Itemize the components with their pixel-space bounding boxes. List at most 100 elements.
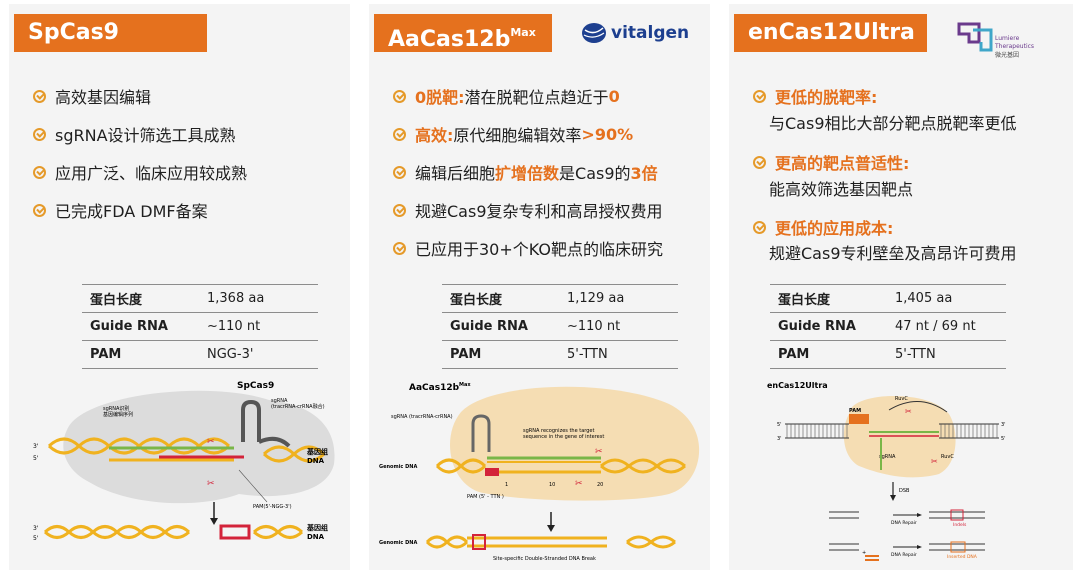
svg-text:sequence in the gene of intere: sequence in the gene of interest <box>523 434 604 440</box>
check-circle-icon <box>33 165 46 179</box>
svg-text:3': 3' <box>33 525 39 532</box>
sgrna-right-label: sgRNA <box>271 398 288 404</box>
svg-text:Therapeutics: Therapeutics <box>994 43 1034 50</box>
svg-text:20: 20 <box>597 482 603 488</box>
svg-text:3': 3' <box>1001 422 1006 428</box>
svg-text:5': 5' <box>33 535 39 542</box>
genomic-dna-label: Genomic DNA <box>379 464 417 470</box>
dna-repair-label: DNA Repair <box>891 520 917 526</box>
sgrna-label: sgRNA <box>879 454 896 460</box>
pam-label: PAM <box>849 408 861 414</box>
inserted-dna-label: Inserted DNA <box>947 554 978 560</box>
bullet-item: 高效基因编辑 <box>33 84 151 108</box>
scissors-icon: ✂ <box>931 457 938 466</box>
svg-text:10: 10 <box>549 482 555 488</box>
bullet-item: 应用广泛、临床应用较成熟 <box>33 160 247 184</box>
svg-text:Lumiere: Lumiere <box>995 35 1020 42</box>
svg-text:+: + <box>862 550 866 556</box>
pam-label: PAM(5'-NGG-3') <box>253 504 292 510</box>
svg-text:DNA: DNA <box>307 533 325 541</box>
scissors-icon: ✂ <box>575 479 583 489</box>
bullet-item: 已应用于30+个KO靶点的临床研究 <box>393 236 663 260</box>
svg-text:3': 3' <box>33 443 39 450</box>
scissors-icon: ✂ <box>595 447 603 457</box>
bullet-item: 高效:原代细胞编辑效率>90% <box>393 122 633 146</box>
spec-row: Guide RNA~110 nt <box>442 312 678 341</box>
feature-heading: 更低的应用成本: <box>753 215 893 239</box>
genome-dna-label: 基因组 <box>306 447 328 456</box>
svg-text:1: 1 <box>505 482 508 488</box>
feature-heading: 更低的脱靶率: <box>753 84 877 108</box>
check-circle-icon <box>33 89 46 103</box>
lumiere-logo: Lumiere Therapeutics 微光基因 <box>957 20 1049 68</box>
check-circle-icon <box>393 89 406 103</box>
panel-title: SpCas9 <box>14 14 207 52</box>
encas12ultra-panel: enCas12Ultra Lumiere Therapeutics 微光基因 更… <box>729 4 1073 570</box>
ruvc-label-2: RuvC <box>941 454 954 460</box>
check-circle-icon <box>753 155 766 169</box>
spec-row: Guide RNA~110 nt <box>82 312 318 341</box>
check-circle-icon <box>393 127 406 141</box>
svg-text:5': 5' <box>33 455 39 462</box>
check-circle-icon <box>33 203 46 217</box>
lumiere-mark-icon: Lumiere Therapeutics 微光基因 <box>957 22 1034 59</box>
diagram-title: AaCas12bMax <box>409 382 471 393</box>
scissors-icon: ✂ <box>905 407 912 416</box>
bullet-item: 已完成FDA DMF备案 <box>33 198 208 222</box>
svg-text:DNA: DNA <box>307 457 325 465</box>
aacas12b-diagram: AaCas12bMax sgRNA (tracrRNA-crRNA) sgRNA… <box>379 382 700 562</box>
ruvc-label: RuvC <box>895 396 908 402</box>
panel-title: AaCas12bMax <box>374 14 552 52</box>
svg-text:微光基因: 微光基因 <box>995 51 1019 59</box>
diagram-title: enCas12Ultra <box>767 381 828 390</box>
svg-text:(tracrRNA-crRNA融合): (tracrRNA-crRNA融合) <box>271 403 325 410</box>
check-circle-icon <box>33 127 46 141</box>
break-note: Site-specific Double-Stranded DNA Break <box>493 556 596 562</box>
sgrna-label: sgRNA (tracrRNA-crRNA) <box>391 414 453 420</box>
check-circle-icon <box>393 241 406 255</box>
feature-desc: 与Cas9相比大部分靶点脱靶率更低 <box>769 114 1017 133</box>
scissors-icon: ✂ <box>207 479 215 489</box>
sgrna-left-label: sgRNA识别 <box>103 405 129 412</box>
feature-desc: 能高效筛选基因靶点 <box>769 180 914 199</box>
pam-label: PAM (5' - TTN ) <box>467 494 504 500</box>
dsb-label: DSB <box>899 488 910 494</box>
check-circle-icon <box>393 203 406 217</box>
bullet-item: 规避Cas9复杂专利和高昂授权费用 <box>393 198 663 222</box>
check-circle-icon <box>753 89 766 103</box>
feature-heading: 更高的靶点普适性: <box>753 150 909 174</box>
vitalgen-globe-icon <box>582 23 606 43</box>
svg-text:3': 3' <box>777 436 782 442</box>
panel-title: enCas12Ultra <box>734 14 927 52</box>
check-circle-icon <box>393 165 406 179</box>
spcas9-diagram: SpCas9 sgRNA识别 基因编辑序列 sgRNA (tracrRNA-cr… <box>33 381 335 542</box>
spcas9-panel: SpCas9 高效基因编辑 sgRNA设计筛选工具成熟 应用广泛、临床应用较成熟… <box>9 4 350 570</box>
genome-dna-label-2: 基因组 <box>306 523 328 532</box>
svg-text:5': 5' <box>1001 436 1006 442</box>
genomic-dna-label-2: Genomic DNA <box>379 540 417 546</box>
target-note: sgRNA recognizes the target <box>523 428 594 434</box>
svg-text:5': 5' <box>777 422 782 428</box>
feature-desc: 规避Cas9专利壁垒及高昂许可费用 <box>769 244 1017 263</box>
scissors-icon: ✂ <box>207 437 215 447</box>
indels-label: Indels <box>953 522 967 528</box>
bullet-item: sgRNA设计筛选工具成熟 <box>33 122 236 146</box>
vitalgen-logo: vitalgen <box>581 22 689 44</box>
encas12ultra-diagram: enCas12Ultra PAM RuvC RuvC sgRNA 5' 3' 3… <box>767 381 1006 561</box>
diagram-title: SpCas9 <box>237 381 274 391</box>
svg-text:基因编辑序列: 基因编辑序列 <box>103 411 133 418</box>
check-circle-icon <box>753 220 766 234</box>
dna-repair-label-2: DNA Repair <box>891 552 917 558</box>
